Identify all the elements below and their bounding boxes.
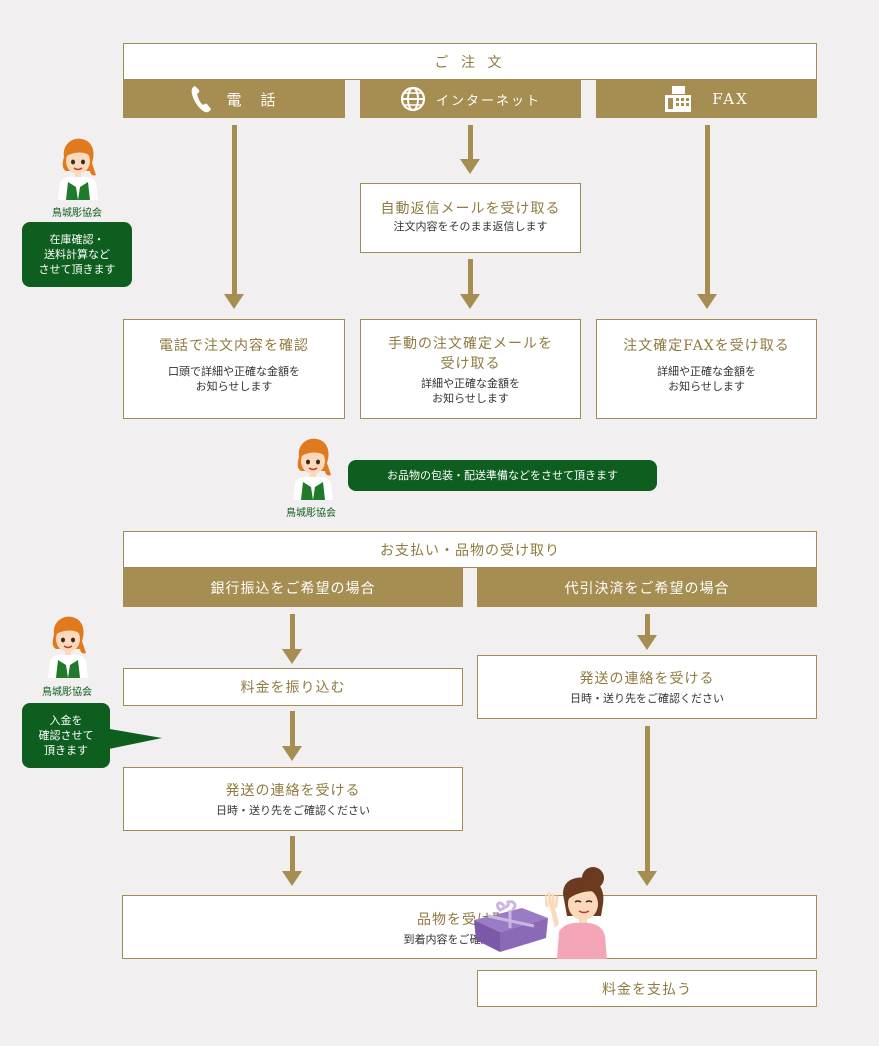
staff-avatar-2: [293, 438, 333, 500]
cod-header: 代引決済をご希望の場合: [477, 568, 817, 607]
staff-bubble-1: 在庫確認・ 送料計算など させて頂きます: [22, 222, 132, 287]
confirm-phone-sub1: 口頭で詳細や正確な金額を: [168, 365, 300, 378]
confirm-fax-sub2: お知らせします: [668, 380, 745, 393]
arrow-internet-2: [468, 259, 473, 295]
cod-label: 代引決済をご希望の場合: [564, 580, 730, 597]
shipping-cod-title: 発送の連絡を受ける: [579, 671, 715, 687]
arrow-bank-3: [290, 836, 295, 872]
internet-header: インターネット: [360, 80, 581, 118]
bank-transfer-title: 料金を振り込む: [240, 680, 346, 696]
confirm-phone-box: 電話で注文内容を確認 口頭で詳細や正確な金額を お知らせします: [123, 319, 345, 419]
shipping-bank-sub: 日時・送り先をご確認ください: [216, 804, 370, 817]
payment-title-box: お支払い・品物の受け取り: [123, 531, 817, 568]
customer-avatar: [545, 867, 607, 959]
arrow-bank-3-head: [282, 871, 302, 886]
arrow-internet-1: [468, 125, 473, 160]
staff-name-1: 鳥城彫協会: [52, 208, 102, 219]
auto-reply-title: 自動返信メールを受け取る: [380, 201, 561, 217]
receive-box: 品物を受け取る 到着内容をご確認ください: [122, 895, 817, 959]
pay-fee-box: 料金を支払う: [477, 970, 817, 1007]
shipping-bank-title: 発送の連絡を受ける: [225, 783, 361, 799]
confirm-mail-title2: 受け取る: [440, 356, 501, 372]
shipping-cod-box: 発送の連絡を受ける 日時・送り先をご確認ください: [477, 655, 817, 719]
confirm-fax-box: 注文確定FAXを受け取る 詳細や正確な金額を お知らせします: [596, 319, 817, 419]
order-title: ご 注 文: [434, 54, 506, 71]
staff-bubble-3: 入金を 確認させて 頂きます: [22, 703, 110, 768]
arrow-bank-2: [290, 711, 295, 747]
arrow-cod-2-head: [637, 871, 657, 886]
arrow-internet-1-head: [460, 159, 480, 174]
arrow-phone-head: [224, 294, 244, 309]
arrow-cod-2: [645, 726, 650, 872]
staff-name-3: 鳥城彫協会: [42, 687, 92, 698]
confirm-fax-sub1: 詳細や正確な金額を: [657, 365, 756, 378]
staff-avatar-3: [48, 616, 88, 678]
internet-label: インターネット: [435, 93, 541, 109]
fax-header: FAX: [596, 80, 817, 118]
bank-header: 銀行振込をご希望の場合: [123, 568, 463, 607]
bubble-3-tail: [104, 728, 162, 750]
arrow-bank-2-head: [282, 746, 302, 761]
auto-reply-sub: 注文内容をそのまま返信します: [393, 220, 548, 233]
confirm-phone-title: 電話で注文内容を確認: [159, 338, 309, 354]
confirm-phone-sub2: お知らせします: [195, 380, 273, 393]
payment-title: お支払い・品物の受け取り: [380, 542, 560, 559]
arrow-cod-1-head: [637, 635, 657, 650]
fax-label: FAX: [712, 90, 749, 108]
arrow-fax-head: [697, 294, 717, 309]
globe-icon: [400, 86, 426, 112]
gift-box-icon: [474, 900, 548, 952]
confirm-mail-box: 手動の注文確定メールを 受け取る 詳細や正確な金額を お知らせします: [360, 319, 581, 419]
staff-avatar-1: [58, 138, 98, 200]
arrow-bank-1: [290, 614, 295, 650]
arrow-phone: [232, 125, 237, 295]
bank-transfer-box: 料金を振り込む: [123, 668, 463, 706]
pay-fee-title: 料金を支払う: [602, 981, 692, 998]
arrow-internet-2-head: [460, 294, 480, 309]
phone-label: 電 話: [226, 90, 278, 109]
shipping-bank-box: 発送の連絡を受ける 日時・送り先をご確認ください: [123, 767, 463, 831]
confirm-fax-title: 注文確定FAXを受け取る: [623, 338, 790, 354]
arrow-cod-1: [645, 614, 650, 636]
phone-icon: [192, 86, 212, 113]
staff-bubble-2: お品物の包装・配送準備などをさせて頂きます: [348, 460, 657, 491]
arrow-fax: [705, 125, 710, 295]
bank-label: 銀行振込をご希望の場合: [210, 580, 376, 597]
confirm-mail-sub1: 詳細や正確な金額を: [421, 377, 520, 390]
confirm-mail-title1: 手動の注文確定メールを: [388, 336, 553, 352]
confirm-mail-sub2: お知らせします: [432, 392, 509, 405]
staff-name-2: 鳥城彫協会: [286, 508, 336, 519]
shipping-cod-sub: 日時・送り先をご確認ください: [570, 692, 724, 705]
auto-reply-box: 自動返信メールを受け取る 注文内容をそのまま返信します: [360, 183, 581, 253]
arrow-bank-1-head: [282, 649, 302, 664]
fax-icon: [665, 86, 692, 112]
order-title-box: ご 注 文: [123, 43, 817, 80]
phone-header: 電 話: [123, 80, 345, 118]
